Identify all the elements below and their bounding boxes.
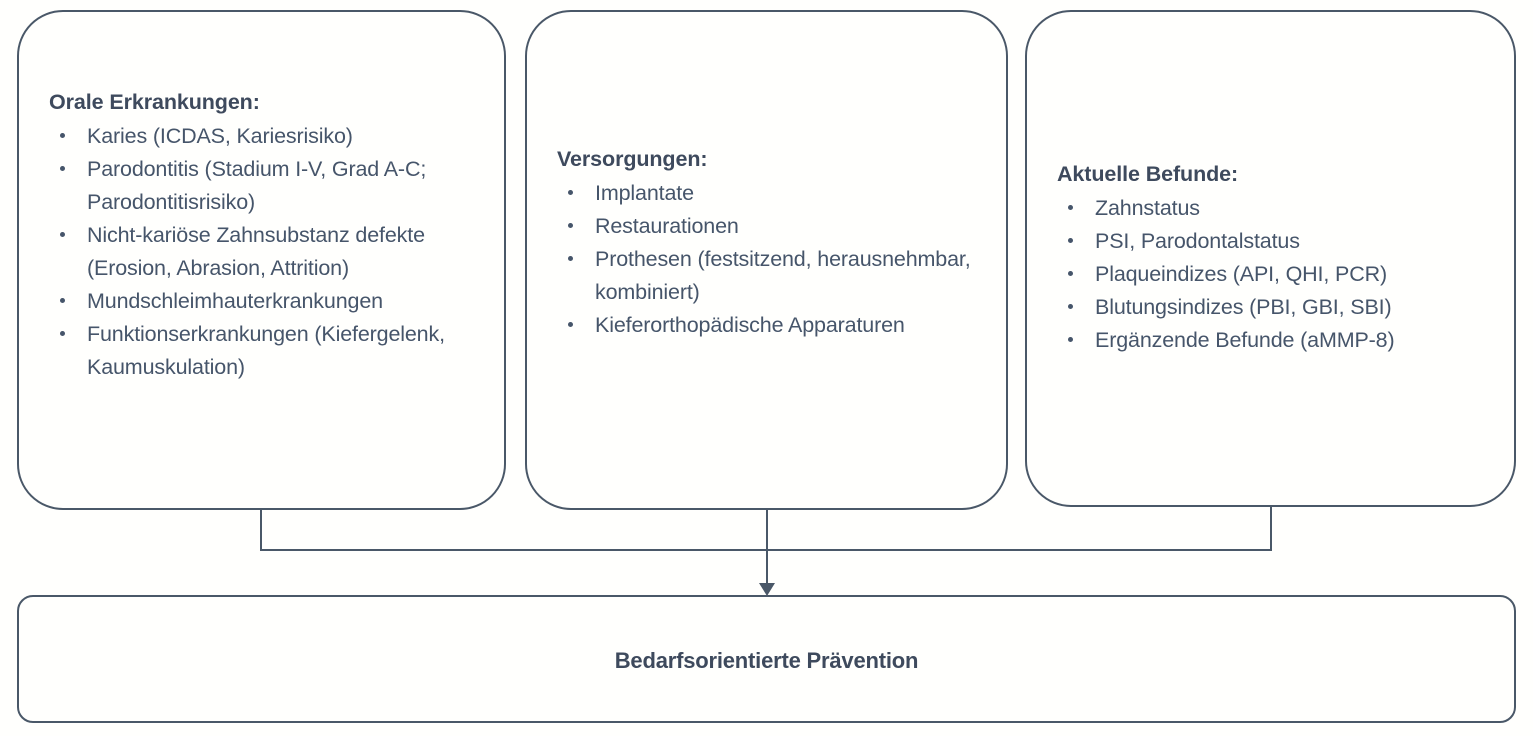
list-item-label: Implantate <box>595 181 694 205</box>
box-title: Versorgungen: <box>557 147 708 171</box>
list-item: PSI, Parodontalstatus <box>1057 225 1496 258</box>
connector-arrow-shaft <box>766 549 768 587</box>
bullet-icon <box>568 223 573 228</box>
bullet-icon <box>568 256 573 261</box>
bullet-icon <box>1068 238 1073 243</box>
list-item: Implantate <box>557 177 988 210</box>
outcome-box: Bedarfsorientierte Prävention <box>17 595 1516 723</box>
list-item-label: Ergänzende Befunde (aMMP-8) <box>1095 328 1395 352</box>
bullet-icon <box>1068 271 1073 276</box>
list-item-label: Parodontitis (Stadium I-V, Grad A-C; Par… <box>87 157 427 214</box>
list-item: Karies (ICDAS, Kariesrisiko) <box>49 120 486 153</box>
list-item-label: Zahnstatus <box>1095 196 1200 220</box>
category-box-oral-diseases: Orale Erkrankungen: Karies (ICDAS, Karie… <box>17 10 506 510</box>
list-item-label: Mundschleimhauterkrankungen <box>87 289 383 313</box>
list-item-label: Plaqueindizes (API, QHI, PCR) <box>1095 262 1387 286</box>
list-item: Restaurationen <box>557 210 988 243</box>
list-item-label: Restaurationen <box>595 214 739 238</box>
list-item-label: Kieferorthopädische Apparaturen <box>595 313 905 337</box>
list-item: Plaqueindizes (API, QHI, PCR) <box>1057 258 1496 291</box>
bullet-icon <box>568 190 573 195</box>
bullet-icon <box>568 322 573 327</box>
list-item: Funktionserkrankungen (Kiefergelenk, Kau… <box>49 318 486 384</box>
box-title: Orale Erkrankungen: <box>49 90 260 114</box>
box-title: Aktuelle Befunde: <box>1057 162 1239 186</box>
list-item: Kieferorthopädische Apparaturen <box>557 309 988 342</box>
connector-riser-right <box>1270 505 1272 551</box>
bullet-icon <box>60 166 65 171</box>
list-item: Prothesen (festsitzend, herausnehmbar, k… <box>557 243 988 309</box>
box-content: Aktuelle Befunde: Zahnstatus PSI, Parodo… <box>1057 160 1496 357</box>
bullet-icon <box>60 331 65 336</box>
list-item-label: Nicht-kariöse Zahnsubstanz defekte (Eros… <box>87 223 425 280</box>
list-item-label: Blutungsindizes (PBI, GBI, SBI) <box>1095 295 1392 319</box>
connector-riser-left <box>260 508 262 551</box>
list-item-label: Funktionserkrankungen (Kiefergelenk, Kau… <box>87 322 445 379</box>
bullet-icon <box>60 298 65 303</box>
box-content: Orale Erkrankungen: Karies (ICDAS, Karie… <box>49 88 486 384</box>
bullet-list: Karies (ICDAS, Kariesrisiko) Parodontiti… <box>49 120 486 384</box>
bullet-icon <box>1068 205 1073 210</box>
list-item: Blutungsindizes (PBI, GBI, SBI) <box>1057 291 1496 324</box>
outcome-label: Bedarfsorientierte Prävention <box>614 648 919 673</box>
list-item: Ergänzende Befunde (aMMP-8) <box>1057 324 1496 357</box>
bullet-icon <box>60 133 65 138</box>
box-content: Versorgungen: Implantate Restaurationen … <box>557 145 988 342</box>
category-box-current-findings: Aktuelle Befunde: Zahnstatus PSI, Parodo… <box>1025 10 1516 507</box>
list-item: Zahnstatus <box>1057 192 1496 225</box>
list-item-label: PSI, Parodontalstatus <box>1095 229 1300 253</box>
connector-riser-middle <box>766 508 768 551</box>
list-item-label: Prothesen (festsitzend, herausnehmbar, k… <box>595 247 971 304</box>
bullet-icon <box>1068 304 1073 309</box>
bullet-list: Implantate Restaurationen Prothesen (fes… <box>557 177 988 342</box>
list-item-label: Karies (ICDAS, Kariesrisiko) <box>87 124 353 148</box>
list-item: Parodontitis (Stadium I-V, Grad A-C; Par… <box>49 153 486 219</box>
bullet-icon <box>1068 337 1073 342</box>
bullet-list: Zahnstatus PSI, Parodontalstatus Plaquei… <box>1057 192 1496 357</box>
arrow-down-icon <box>759 583 775 596</box>
bullet-icon <box>60 232 65 237</box>
list-item: Mundschleimhauterkrankungen <box>49 285 486 318</box>
category-box-care-provisions: Versorgungen: Implantate Restaurationen … <box>525 10 1008 510</box>
list-item: Nicht-kariöse Zahnsubstanz defekte (Eros… <box>49 219 486 285</box>
